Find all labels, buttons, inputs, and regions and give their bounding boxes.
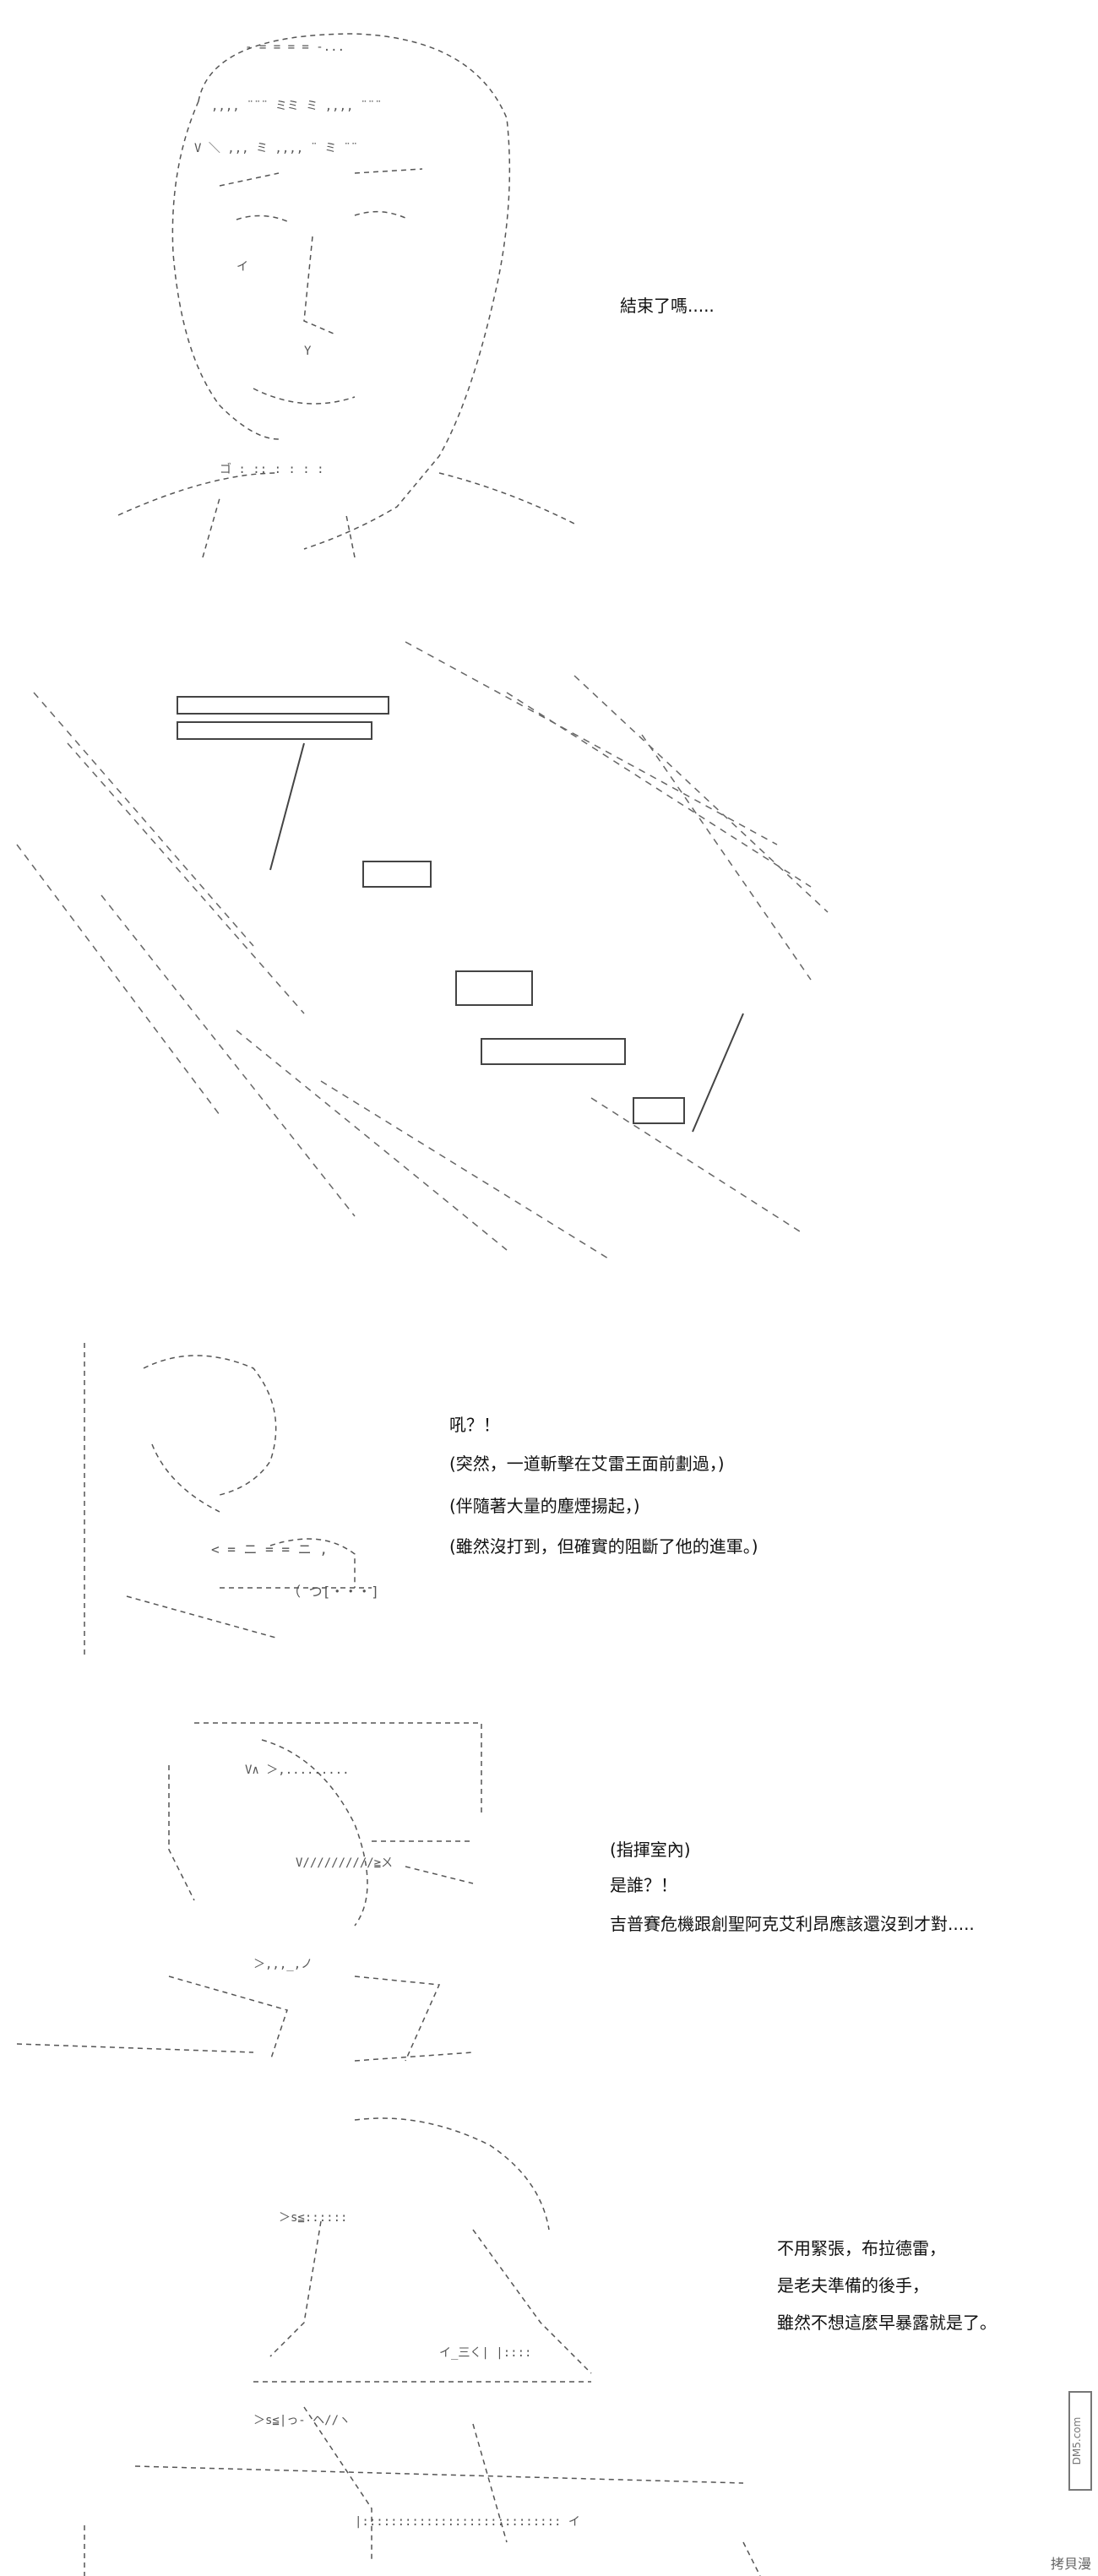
panel-3-line-4: (雖然沒打到，但確實的阻斷了他的進軍。): [449, 1536, 758, 1557]
svg-text:＞,,,_,ノ: ＞,,,_,ノ: [253, 1958, 313, 1971]
panel-1-art: - = = = = -... ,,,, ¨¨¨ ミミ ミ ,,,, ¨¨¨ V …: [117, 33, 575, 557]
dm5-logo-text: DM5.com: [1071, 2417, 1083, 2465]
svg-text:＞s≦::::::: ＞s≦::::::: [279, 2211, 347, 2225]
svg-text:- = = = = -...: - = = = = -...: [245, 41, 345, 54]
svg-text:（ つ[・・・]: （ つ[・・・]: [287, 1584, 379, 1600]
panel-3-line-2: (突然，一道斬擊在艾雷王面前劃過，): [449, 1454, 725, 1474]
panel-4-line-1: (指揮室內): [610, 1840, 691, 1860]
svg-text:イ_三く| |::::: イ_三く| |::::: [439, 2346, 531, 2360]
panel-4-line-3: 吉普賽危機跟創聖阿克艾利昂應該還沒到才對.....: [610, 1914, 975, 1934]
panel-3-line-3: (伴隨著大量的塵煙揚起，): [449, 1496, 640, 1516]
svg-text:ゴ : :: : : : :: ゴ : :: : : : :: [220, 462, 324, 476]
panel-2-art: [16, 641, 829, 1259]
svg-text:,,,, ¨¨¨ ミミ ミ ,,,, ¨¨¨: ,,,, ¨¨¨ ミミ ミ ,,,, ¨¨¨: [211, 100, 382, 113]
svg-text:< = ニ = = ニ ,: < = ニ = = ニ ,: [211, 1541, 328, 1557]
panel-5-art: ＞s≦:::::: イ_三く| |:::: ＞s≦|っ- ヘ//ヽ |:::::…: [84, 2117, 761, 2576]
panel-5-line-1: 不用緊張，布拉德雷，: [777, 2238, 946, 2258]
panel-3-art: （ つ[・・・] < = ニ = = ニ ,: [84, 1343, 379, 1655]
site-watermark: 拷貝漫: [1050, 2556, 1091, 2572]
panel-4-art: V∧ ＞,......... V//////////≧ㄨ ＞,,,_,ノ: [16, 1722, 482, 2062]
panel-3-line-1: 吼？！: [449, 1415, 500, 1435]
svg-text:イ: イ: [236, 260, 248, 274]
svg-text:V//////////≧ㄨ: V//////////≧ㄨ: [296, 1856, 393, 1870]
panel-5: ＞s≦:::::: イ_三く| |:::: ＞s≦|っ- ヘ//ヽ |:::::…: [0, 2103, 1098, 2576]
panel-5-line-2: 是老夫準備的後手，: [777, 2275, 929, 2296]
svg-text:|::::::::::::::::::::::::::::: |:::::::::::::::::::::::::::: イ: [355, 2515, 580, 2529]
panel-5-line-3: 雖然不想這麼早暴露就是了。: [777, 2312, 997, 2333]
panel-2: [0, 591, 1098, 1284]
svg-text:＞s≦|っ- ヘ//ヽ: ＞s≦|っ- ヘ//ヽ: [253, 2414, 351, 2427]
svg-text:Y: Y: [304, 345, 312, 358]
panel-3: （ つ[・・・] < = ニ = = ニ , 吼？！ (突然，一道斬擊在艾雷王面…: [0, 1318, 1098, 1672]
panel-1: - = = = = -... ,,,, ¨¨¨ ミミ ミ ,,,, ¨¨¨ V …: [0, 0, 1098, 557]
panel-1-line-1: 結束了嗎.....: [620, 296, 715, 316]
svg-text:V∧ ＞,.........: V∧ ＞,.........: [245, 1764, 350, 1777]
panel-4-line-2: 是誰？！: [610, 1875, 677, 1895]
dm5-logo-icon: DM5.com: [1068, 2391, 1092, 2491]
panel-4: V∧ ＞,......... V//////////≧ㄨ ＞,,,_,ノ (指揮…: [0, 1706, 1098, 2086]
svg-text:V ＼ ,,, ミ ,,,, ¨ ミ ¨¨: V ＼ ,,, ミ ,,,, ¨ ミ ¨¨: [194, 142, 358, 155]
